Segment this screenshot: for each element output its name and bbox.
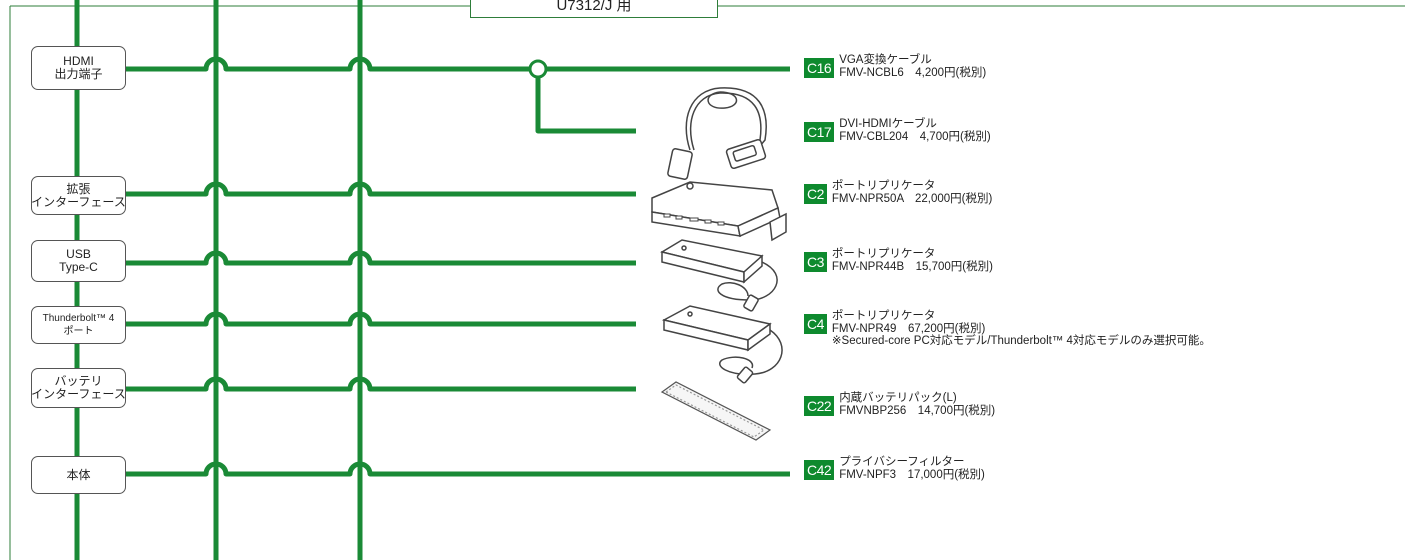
expansion-connection-line [126,181,636,197]
product-name: DVI-HDMIケーブル [839,118,937,130]
product-code-badge: C2 [804,184,827,204]
port-label-line1: バッテリ [54,374,103,388]
port-label-line1: Thunderbolt™ 4 [42,313,115,324]
product-name: ポートリプリケータ [831,180,936,192]
port-label-line1: HDMI [63,54,94,68]
product-name: 内蔵バッテリパック(L) [839,392,957,404]
port-hdmi-output: HDMI 出力端子 [31,46,126,90]
product-code-badge: C3 [804,252,827,272]
product-model-price: FMV-CBL204 4,700円(税別) [839,130,991,143]
product-item-c4: C4 ポートリプリケータ FMV-NPR49 67,200円(税別) ※Secu… [804,310,1211,348]
port-usb-type-c: USB Type-C [31,240,126,282]
port-label-line1: 本体 [66,467,91,482]
thunderbolt-connection-line [126,311,636,327]
port-battery-interface: バッテリ インターフェース [31,368,126,408]
port-label-line2: ポート [63,326,94,337]
port-expansion-interface: 拡張 インターフェース [31,176,126,215]
body-connection-line [126,461,790,477]
port-label-line2: インターフェース [31,387,126,401]
battery-pack-image [660,381,772,441]
product-model-price: FMV-NPR44B 15,700円(税別) [831,260,993,273]
product-model-price: FMV-NPR50A 22,000円(税別) [831,192,993,205]
port-label-line2: Type-C [59,260,98,274]
product-model-price: FMV-NPF3 17,000円(税別) [839,468,985,481]
product-item-c42: C42 プライバシーフィルター FMV-NPF3 17,000円(税別) [804,456,985,481]
hdmi-cable-image [667,87,767,180]
product-note: ※Secured-core PC対応モデル/Thunderbolt™ 4対応モデ… [831,335,1211,347]
port-main-body: 本体 [31,456,126,494]
product-model-price: FMV-NCBL6 4,200円(税別) [839,66,987,79]
model-title: U7312/J 用 [470,0,718,18]
product-item-c16: C16 VGA変換ケーブル FMV-NCBL6 4,200円(税別) [804,54,986,79]
product-name: VGA変換ケーブル [839,54,932,66]
port-label-line1: 拡張 [66,181,91,196]
junction-node [528,59,548,79]
product-model-price: FMVNBP256 14,700円(税別) [839,404,996,417]
usb-c-connection-line [126,250,636,266]
hdmi-connection-line [126,56,790,72]
product-item-c22: C22 内蔵バッテリパック(L) FMVNBP256 14,700円(税別) [804,392,995,417]
product-model-price: FMV-NPR49 67,200円(税別) [831,322,986,335]
product-name: ポートリプリケータ [831,248,936,260]
product-item-c2: C2 ポートリプリケータ FMV-NPR50A 22,000円(税別) [804,180,992,205]
horizontal-connections [126,56,790,477]
frame [9,5,1405,560]
port-replicator-npr44b-image [660,239,778,312]
product-code-badge: C17 [804,122,835,142]
port-thunderbolt-4: Thunderbolt™ 4 ポート [31,306,126,344]
product-code-badge: C42 [804,460,835,480]
product-name: プライバシーフィルター [839,456,965,468]
product-item-c17: C17 DVI-HDMIケーブル FMV-CBL204 4,700円(税別) [804,118,991,143]
port-label-line2: 出力端子 [54,67,103,81]
port-label-line2: インターフェース [31,194,126,209]
product-item-c3: C3 ポートリプリケータ FMV-NPR44B 15,700円(税別) [804,248,993,273]
product-code-badge: C4 [804,314,827,334]
product-name: ポートリプリケータ [831,310,936,322]
product-code-badge: C22 [804,396,835,416]
product-code-badge: C16 [804,58,835,78]
battery-connection-line [126,376,636,392]
port-label-line1: USB [66,247,91,261]
hdmi-branch-line [535,77,636,134]
port-replicator-npr49-image [661,305,783,384]
port-replicator-npr50a-image [651,181,787,242]
